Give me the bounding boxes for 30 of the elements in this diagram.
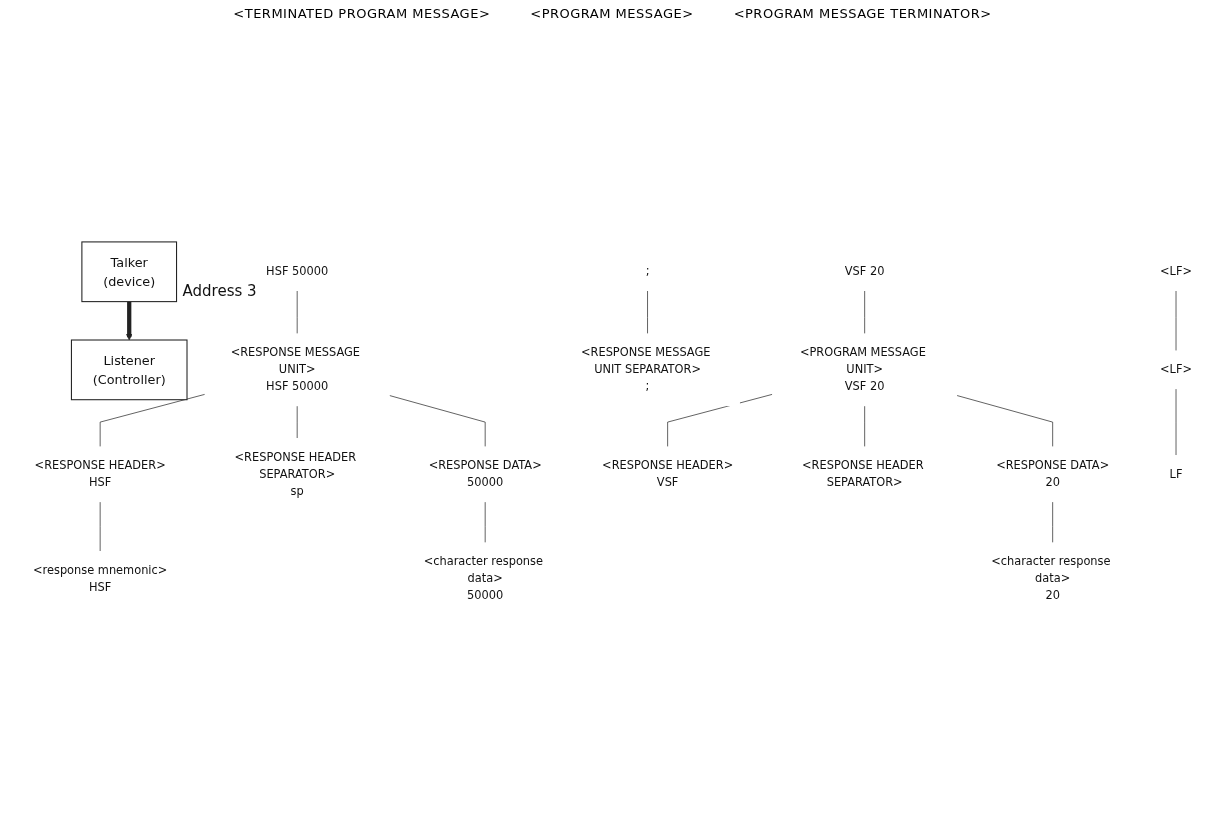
node-text: VSF 20 [844, 264, 885, 279]
connector [667, 394, 773, 447]
node-text: LF [1169, 467, 1183, 481]
arrow [126, 301, 133, 341]
node-text: <RESPONSE HEADER> VSF [602, 458, 734, 490]
node-text: <RESPONSE MESSAGE UNIT SEPARATOR> ; [581, 345, 711, 394]
connector [389, 395, 486, 447]
node-text: <RESPONSE DATA> 50000 [428, 458, 542, 490]
node-text: <response mnemonic> HSF [33, 563, 168, 594]
node-text: <RESPONSE HEADER> HSF [34, 458, 166, 490]
node-text: HSF 50000 [266, 264, 329, 279]
bracket-label: <TERMINATED PROGRAM MESSAGE> [233, 6, 491, 21]
node-text: ; [645, 264, 650, 279]
node-caption: Address 3 [182, 281, 257, 300]
connector [956, 395, 1053, 447]
node-text: <RESPONSE DATA> 20 [996, 458, 1110, 490]
bracket-label: <PROGRAM MESSAGE> [530, 6, 694, 21]
bracket-label: <PROGRAM MESSAGE TERMINATOR> [733, 6, 992, 21]
node-text: <LF> [1160, 264, 1192, 279]
connector [647, 290, 648, 334]
node-text: <character response data> 50000 [423, 554, 543, 603]
connector [99, 394, 206, 447]
node-box: Talker (device) [81, 241, 178, 303]
node-text: <PROGRAM MESSAGE UNIT> VSF 20 [799, 345, 926, 394]
node-text: <RESPONSE MESSAGE UNIT> HSF 50000 [230, 345, 361, 394]
node-text: <RESPONSE HEADER SEPARATOR> sp [234, 450, 357, 498]
node-text: <RESPONSE HEADER SEPARATOR> [802, 458, 924, 490]
node-box: Listener (Controller) [70, 339, 188, 401]
node-text: <character response data> 20 [991, 554, 1111, 603]
node-text: <LF> [1160, 362, 1192, 377]
